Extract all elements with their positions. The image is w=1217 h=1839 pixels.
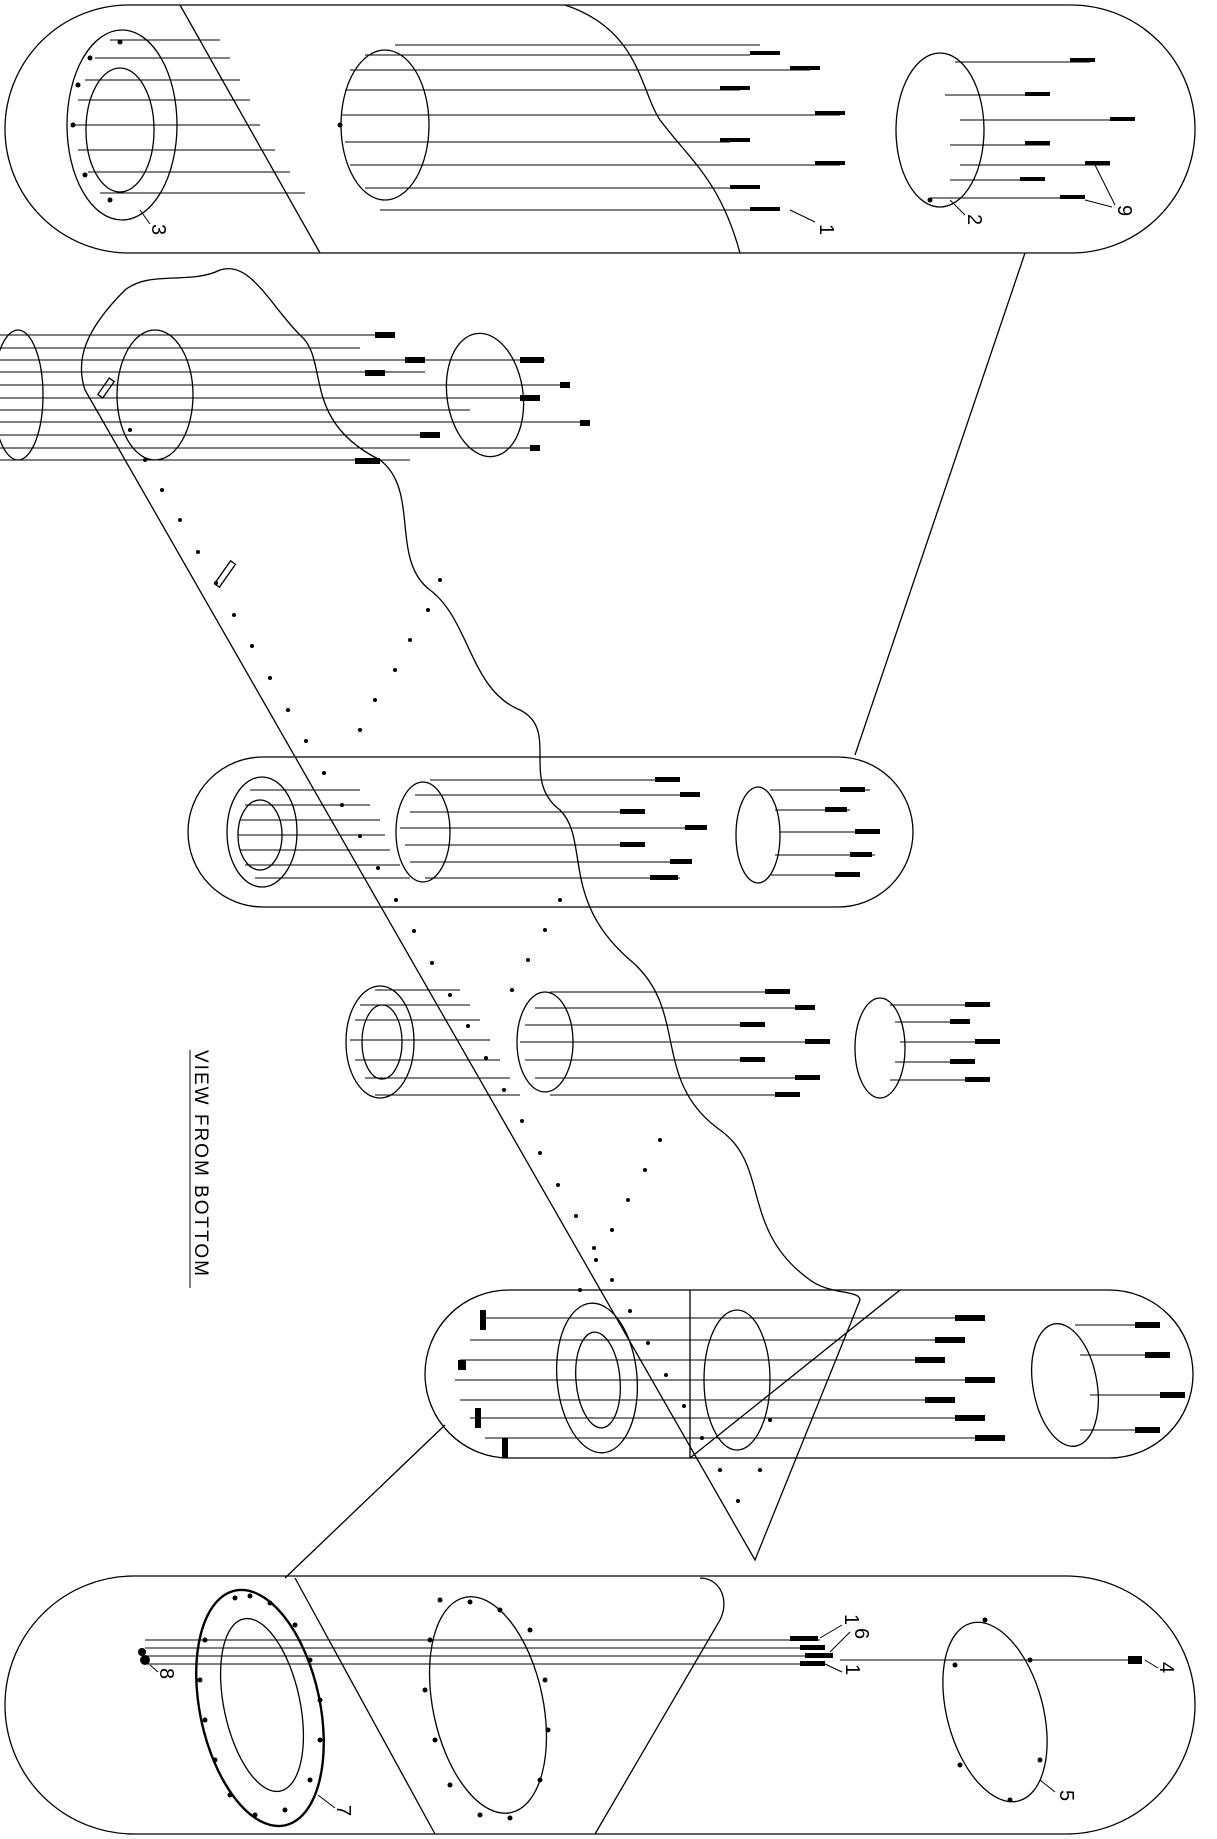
detail-panel-middle-frame: [187, 756, 914, 908]
callout-7: 7: [332, 1805, 354, 1816]
view-label: VIEW FROM BOTTOM: [189, 1050, 211, 1288]
callout-6: 6: [850, 1628, 872, 1639]
view-label-text: VIEW FROM BOTTOM: [190, 1050, 211, 1278]
leader-line-top: [854, 252, 1026, 756]
detail-panel-lower: [424, 1289, 1194, 1459]
leader-line-bottom: [284, 1424, 446, 1579]
detail-panel-middle: [187, 756, 914, 908]
callout-1-bottom-lower: 1: [841, 1664, 863, 1675]
main-exploded-view: [0, 267, 1194, 1562]
callout-1-bottom-upper: 1: [840, 1614, 862, 1625]
callout-3: 3: [147, 224, 169, 235]
callout-1-top: 1: [815, 224, 837, 235]
callout-9: 9: [1113, 205, 1135, 216]
cylinder-group-free: [345, 985, 1000, 1099]
detail-panel-lower-frame: [424, 1289, 1194, 1459]
detail-panel-bottom-frame: [4, 1575, 1196, 1835]
callout-2: 2: [963, 214, 985, 225]
detail-panel-bottom: 1 6 1 4 5 7 8: [4, 1575, 1196, 1835]
detail-panel-top-frame: [4, 4, 1196, 254]
callout-4: 4: [1155, 1662, 1177, 1673]
callout-8: 8: [155, 1668, 177, 1679]
callout-5: 5: [1055, 1790, 1077, 1801]
detail-panel-top: 1 2 3 9: [4, 4, 1196, 254]
